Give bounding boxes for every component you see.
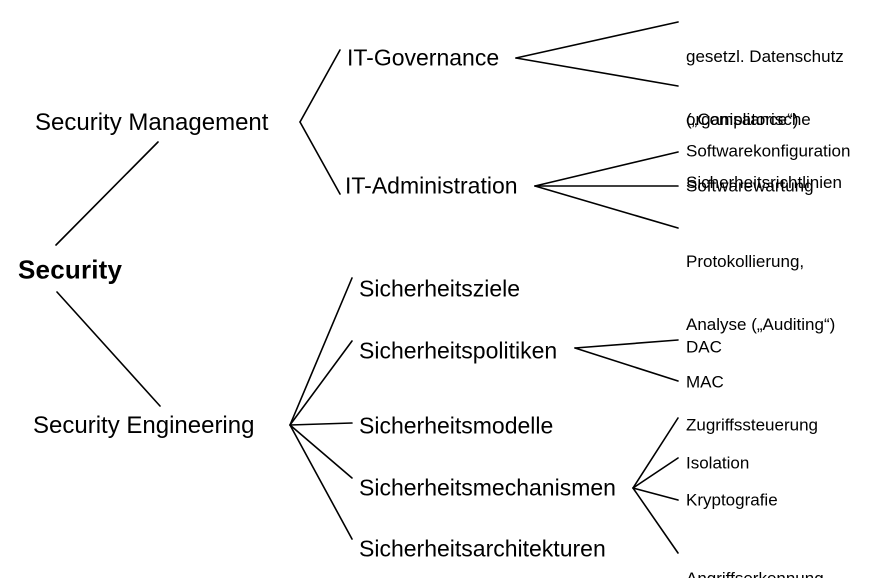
node-sicherheitspolitiken[interactable]: Sicherheitspolitiken (359, 337, 558, 364)
edge-sicherheitsmechanismen-to-zugriffssteuerung (632, 417, 679, 489)
edge-it-administration-to-softwarekonfiguration (534, 151, 679, 187)
edge-it-administration-to-protokollierung-analyse (534, 185, 679, 229)
edge-security-engineering-to-sicherheitsmechanismen (289, 424, 353, 479)
node-organisatorische-line-1: organisatorische (686, 110, 811, 130)
node-it-administration[interactable]: IT-Administration (345, 172, 518, 199)
edge-sicherheitsmechanismen-to-isolation (632, 457, 679, 489)
node-gesetzl-datenschutz-compliance[interactable]: gesetzl. Datenschutz („Compliance“) (686, 6, 844, 172)
node-protokollierung-line-1: Protokollierung, (686, 252, 805, 272)
edge-root-to-security-engineering (56, 291, 161, 407)
edge-it-governance-to-gesetzl-datenschutz (515, 21, 679, 59)
edge-it-governance-to-organisatorische-sicherheitsrichtlinien (515, 57, 679, 87)
node-protokollierung-analyse-auditing[interactable]: Protokollierung, Analyse („Auditing“) (686, 211, 835, 377)
node-gesetzl-datenschutz-line-2: („Compliance“) (686, 109, 799, 129)
edge-security-management-to-it-governance (299, 49, 341, 123)
node-security-management[interactable]: Security Management (35, 108, 269, 136)
edge-sicherheitspolitiken-to-mac (574, 347, 679, 382)
edge-root-to-security-management (55, 141, 159, 246)
node-softwarekonfiguration[interactable]: Softwarekonfiguration (686, 141, 851, 161)
edge-sicherheitspolitiken-to-dac (574, 339, 679, 349)
node-sicherheitsmodelle[interactable]: Sicherheitsmodelle (359, 412, 554, 439)
node-mac[interactable]: MAC (686, 372, 724, 392)
node-sicherheitsmechanismen[interactable]: Sicherheitsmechanismen (359, 474, 616, 501)
node-zugriffssteuerung[interactable]: Zugriffssteuerung (686, 415, 818, 435)
node-kryptografie[interactable]: Kryptografie (686, 490, 778, 510)
node-sicherheitsziele[interactable]: Sicherheitsziele (359, 275, 521, 302)
edge-security-engineering-to-sicherheitspolitiken (289, 340, 353, 426)
edge-security-engineering-to-sicherheitsmodelle (289, 422, 353, 426)
node-dac[interactable]: DAC (686, 337, 722, 357)
edge-security-engineering-to-sicherheitsziele (289, 277, 353, 426)
node-organisatorische-line-2: Sicherheitsrichtlinien (686, 172, 842, 192)
node-organisatorische-sicherheitsrichtlinien[interactable]: organisatorische Sicherheitsrichtlinien (686, 69, 842, 235)
node-gesetzl-datenschutz-line-1: gesetzl. Datenschutz (686, 47, 844, 67)
edge-sicherheitsmechanismen-to-angriffserkennung (632, 487, 679, 554)
edge-security-management-to-it-administration (299, 121, 341, 195)
node-protokollierung-line-2: Analyse („Auditing“) (686, 314, 836, 334)
node-root-security[interactable]: Security (18, 254, 123, 285)
node-sicherheitsarchitekturen[interactable]: Sicherheitsarchitekturen (359, 535, 606, 562)
node-it-governance[interactable]: IT-Governance (347, 44, 500, 71)
edge-sicherheitsmechanismen-to-kryptografie (632, 487, 679, 501)
edge-security-engineering-to-sicherheitsarchitekturen (289, 424, 353, 540)
node-angriffserkennung-intrusion-detection[interactable]: Angriffserkennung (Intrusion Detection) (686, 528, 839, 578)
node-security-engineering[interactable]: Security Engineering (33, 411, 255, 439)
node-angriffserkennung-line-1: Angriffserkennung (686, 569, 839, 578)
node-isolation[interactable]: Isolation (686, 453, 750, 473)
node-softwarewartung[interactable]: Softwarewartung (686, 176, 814, 196)
